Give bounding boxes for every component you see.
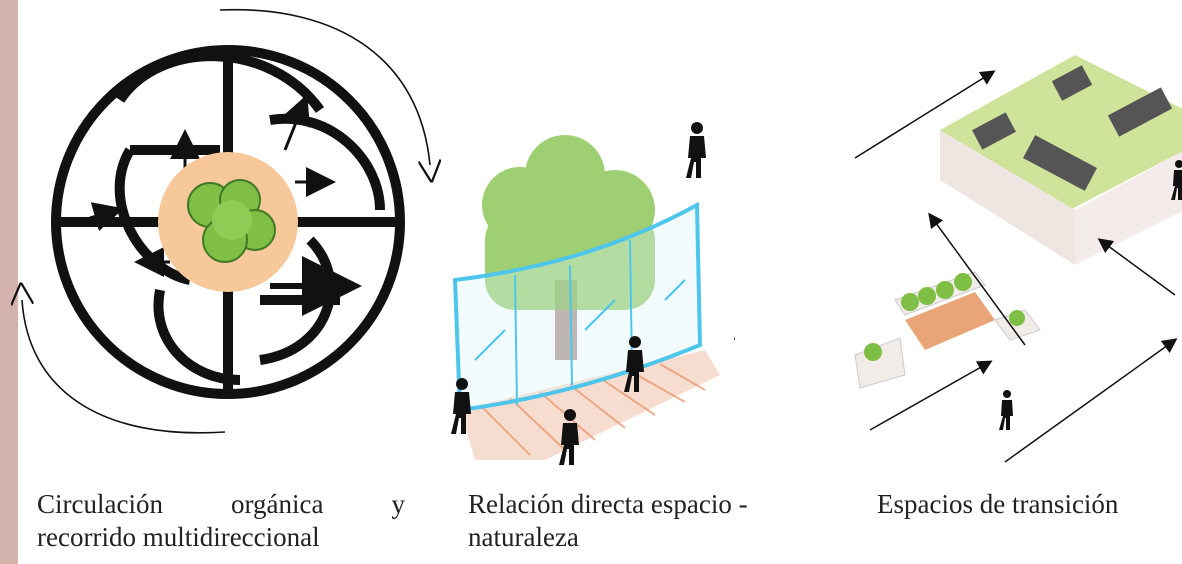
caption-organic-word3: y (391, 489, 406, 519)
caption-organic-circulation: Circulación orgánica y recorrido multidi… (37, 488, 405, 554)
organic-circulation-diagram (10, 8, 460, 434)
sidebar-strip (0, 0, 18, 564)
caption-nature-line2: naturaleza (468, 522, 579, 552)
caption-organic-word2: orgánica (231, 489, 324, 519)
caption-transition-spaces: Espacios de transición (877, 489, 1119, 519)
caption-organic-word1: Circulación (37, 489, 163, 519)
tree-icon (187, 179, 276, 263)
caption-nature-relation: Relación directa espacio - naturaleza (468, 488, 818, 554)
building-roof (940, 55, 1182, 210)
outer-arrow-top (219, 8, 430, 165)
wood-deck (460, 350, 720, 460)
nature-relation-illustration (451, 122, 735, 465)
willow-tree (482, 135, 655, 310)
planters (854, 271, 1041, 389)
caption-organic-line2: recorrido multidireccional (37, 522, 320, 552)
outer-arrow-bottom (22, 300, 226, 434)
transition-spaces-illustration (854, 55, 1182, 463)
caption-nature-line1: Relación directa espacio - (468, 489, 748, 519)
